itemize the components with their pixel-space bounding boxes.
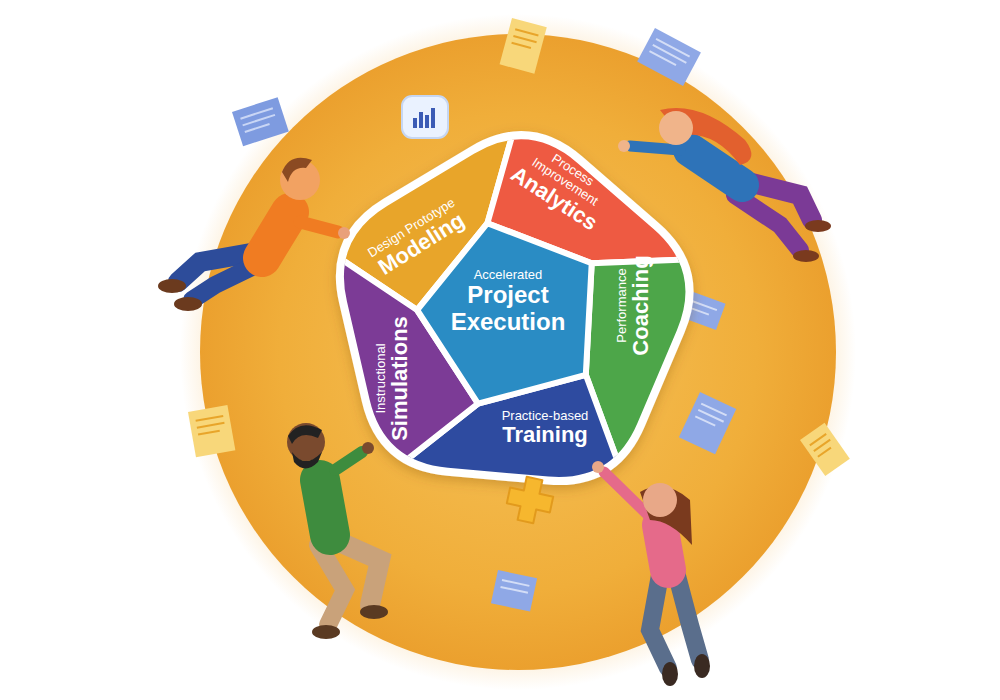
segment-box: Practice-basedTraining [496, 405, 595, 452]
paper [188, 405, 235, 457]
plus-symbol [504, 474, 556, 526]
segment-box: PerformanceCoaching [611, 249, 658, 362]
person [618, 108, 831, 262]
segment-subtitle: Accelerated [443, 268, 573, 282]
person [158, 158, 350, 311]
paper [800, 423, 850, 476]
paper [500, 18, 547, 74]
person [592, 461, 710, 686]
person [287, 423, 388, 639]
center-shape [417, 223, 592, 404]
segment-subtitle: Practice-based [502, 409, 589, 423]
paper [679, 392, 736, 454]
center-box: AcceleratedProject Execution [437, 264, 579, 340]
paper [491, 570, 537, 612]
segment-shape [586, 257, 766, 538]
chart-icon [402, 96, 448, 138]
segment-title: Project Execution [443, 282, 573, 335]
paper [232, 97, 289, 146]
segment-subtitle: Instructional [374, 316, 388, 441]
segment-title: Coaching [629, 255, 653, 356]
segment-title: Training [502, 423, 589, 447]
pinwheel [273, 56, 766, 538]
circle-glow [180, 14, 856, 690]
segment-shape [487, 56, 765, 263]
segment-subtitle: Performance [615, 255, 629, 356]
paper [637, 28, 701, 86]
background-circle [200, 34, 836, 670]
segment-title: Simulations [388, 316, 412, 441]
segment-box: InstructionalSimulations [370, 310, 417, 447]
